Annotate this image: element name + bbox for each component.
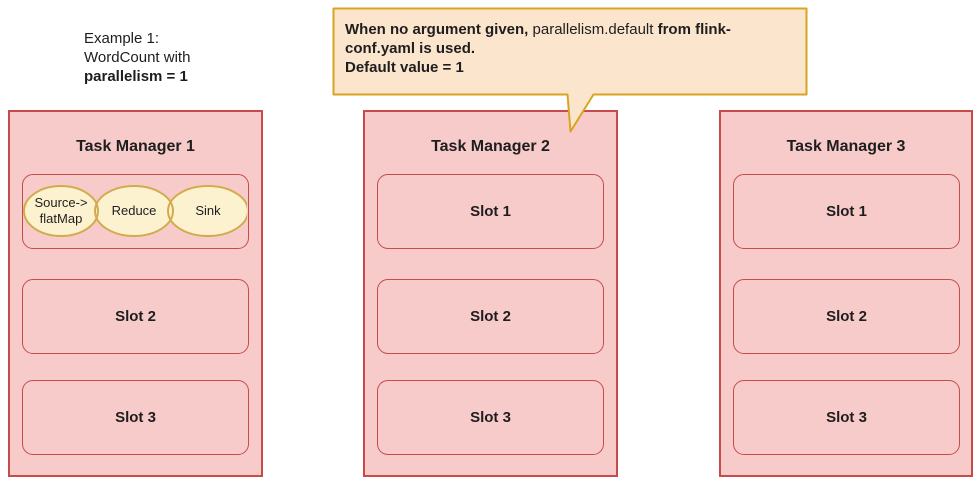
slot-label: Slot 3 (826, 409, 867, 426)
callout-paragraph: When no argument given, parallelism.defa… (345, 20, 797, 58)
slot-label: Slot 2 (826, 308, 867, 325)
task-reduce: Reduce (111, 203, 157, 218)
tm3-slot-1: Slot 1 (733, 174, 960, 249)
callout-text: When no argument given, parallelism.defa… (345, 20, 797, 77)
tm1-slot-1: Source-> flatMap Reduce Sink (22, 174, 249, 249)
task-manager-3-title: Task Manager 3 (786, 138, 906, 155)
task-manager-3-box: Task Manager 3 Slot 1 Slot 2 Slot 3 (719, 110, 973, 477)
slot-label: Slot 3 (115, 409, 156, 426)
example-note-line2: WordCount with (84, 49, 191, 66)
task-source-flatmap: Source-> flatMap (34, 195, 88, 226)
reduce-ellipse (94, 185, 174, 237)
tm3-slot-2: Slot 2 (733, 279, 960, 354)
tm1-slot-3: Slot 3 (22, 380, 249, 455)
tm2-slot-3: Slot 3 (377, 380, 604, 455)
task-manager-1-title: Task Manager 1 (76, 138, 195, 155)
callout-regular: parallelism.default (532, 21, 654, 38)
example-note-line1: Example 1: (84, 30, 160, 47)
tm2-slot-2: Slot 2 (377, 279, 604, 354)
tm1-slot-2: Slot 2 (22, 279, 249, 354)
task-chain-ellipses (23, 185, 247, 237)
slot-label: Slot 1 (470, 203, 511, 220)
task-manager-1-box: Task Manager 1 Source-> flatMap Reduce S… (8, 110, 263, 477)
tm3-slot-3: Slot 3 (733, 380, 960, 455)
task-manager-2-box: Task Manager 2 Slot 1 Slot 2 Slot 3 (363, 110, 618, 477)
task-sink: Sink (195, 203, 221, 218)
slot-label: Slot 1 (826, 203, 867, 220)
slot-label: Slot 2 (470, 308, 511, 325)
tm2-slot-1: Slot 1 (377, 174, 604, 249)
example-note: Example 1: WordCount with parallelism = … (84, 29, 190, 86)
slot-label: Slot 2 (115, 308, 156, 325)
callout-default-value: Default value = 1 (345, 59, 464, 76)
task-manager-2-title: Task Manager 2 (431, 138, 550, 155)
example-note-line3: parallelism = 1 (84, 68, 188, 85)
callout-bold-1: When no argument given, (345, 21, 533, 38)
source-flatmap-ellipse (23, 185, 99, 237)
slot-label: Slot 3 (470, 409, 511, 426)
sink-ellipse (167, 185, 247, 237)
